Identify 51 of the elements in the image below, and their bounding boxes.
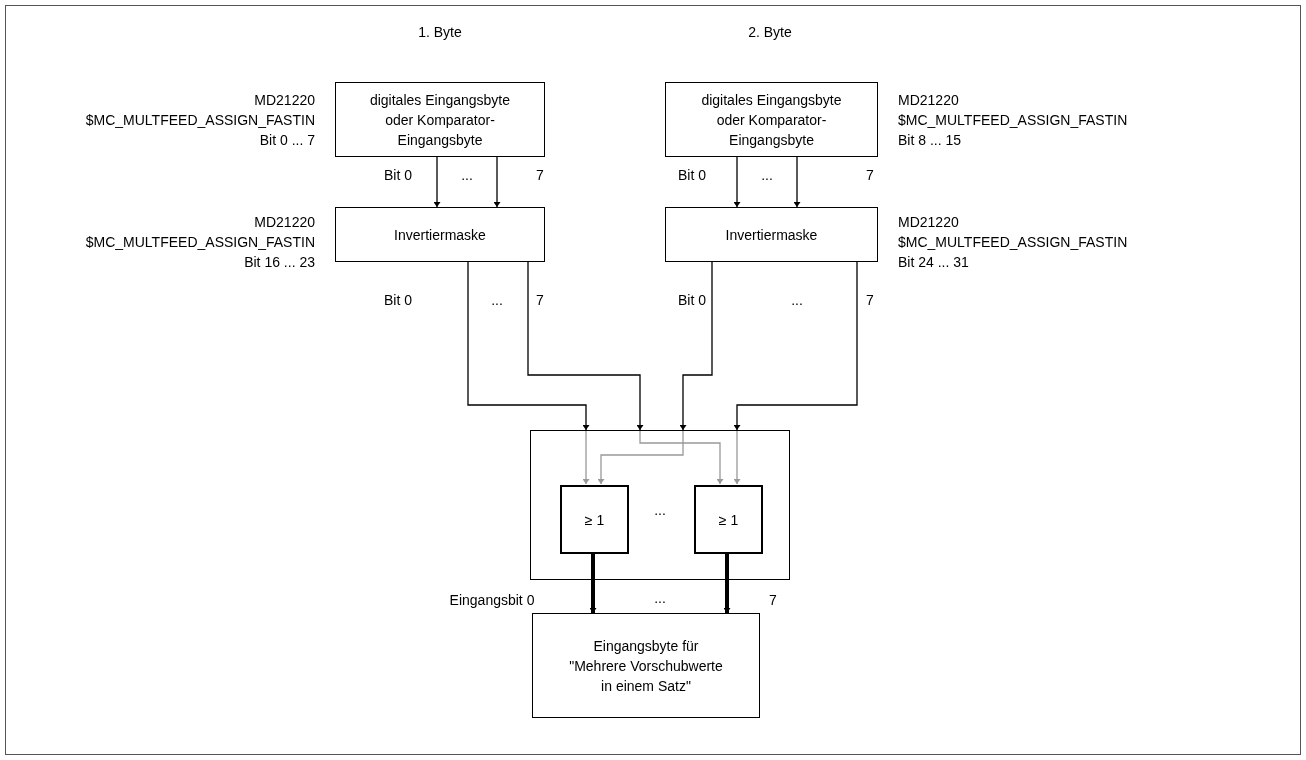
bit-label: ... xyxy=(461,166,473,185)
process-box xyxy=(532,613,760,718)
arrow xyxy=(434,156,440,208)
bit-label: 7 xyxy=(866,166,874,185)
arrow xyxy=(639,430,723,485)
bit-label: ... xyxy=(791,291,803,310)
node-text: digitales Eingangsbyte oder Komparator-Eingangsbyte xyxy=(700,90,843,150)
bit-label: ... xyxy=(761,166,773,185)
node-text: digitales Eingangsbyte oder Komparator-Eingangsbyte xyxy=(368,90,512,150)
node-text: Eingangsbyte für "Mehrere Vorschubwerte in einem Satz" xyxy=(568,636,724,696)
process-box xyxy=(335,82,545,157)
node-text: Invertiermaske xyxy=(394,225,486,245)
node-text: Invertiermaske xyxy=(725,225,818,245)
bit-label: Bit 0 xyxy=(384,291,412,310)
logic-block-frame xyxy=(530,430,790,580)
arrow xyxy=(794,156,800,208)
parameter-text: MD21220 $MC_MULTFEED_ASSIGN_FASTIN Bit 24 ... 31 xyxy=(898,213,1128,272)
arrow xyxy=(734,430,740,485)
bit-label: Bit 0 xyxy=(384,166,412,185)
arrow xyxy=(734,261,858,431)
arrow xyxy=(724,553,730,613)
arrow xyxy=(583,430,589,485)
arrow xyxy=(680,261,713,431)
or-gate-box xyxy=(560,485,629,554)
bit-label: 7 xyxy=(866,291,874,310)
bit-label: 7 xyxy=(536,291,544,310)
arrow xyxy=(734,156,740,208)
parameter-text: MD21220 $MC_MULTFEED_ASSIGN_FASTIN Bit 16 ... 23 xyxy=(85,213,315,272)
process-box xyxy=(665,207,878,262)
process-box xyxy=(665,82,878,157)
or-gate-box xyxy=(694,485,763,554)
bit-label: ... xyxy=(654,589,666,608)
bit-label: 7 xyxy=(536,166,544,185)
node-text: ≥ 1 xyxy=(718,510,739,530)
bit-label: 1. Byte xyxy=(418,23,462,42)
arrow xyxy=(527,261,643,431)
arrow xyxy=(467,261,589,431)
bit-label: ... xyxy=(654,501,666,520)
arrow xyxy=(590,553,596,613)
bit-label: Bit 0 xyxy=(678,291,706,310)
process-box xyxy=(335,207,545,262)
node-text: ≥ 1 xyxy=(584,510,605,530)
arrow xyxy=(494,156,500,208)
bit-label: Bit 0 xyxy=(678,166,706,185)
bit-label: 7 xyxy=(769,591,777,610)
parameter-text: MD21220 $MC_MULTFEED_ASSIGN_FASTIN Bit 0 ... 7 xyxy=(85,91,315,150)
arrow xyxy=(598,430,684,485)
bit-label: Eingangsbit 0 xyxy=(449,591,535,610)
bit-label: 2. Byte xyxy=(748,23,792,42)
bit-label: ... xyxy=(491,291,503,310)
parameter-text: MD21220 $MC_MULTFEED_ASSIGN_FASTIN Bit 8 ... 15 xyxy=(898,91,1128,150)
